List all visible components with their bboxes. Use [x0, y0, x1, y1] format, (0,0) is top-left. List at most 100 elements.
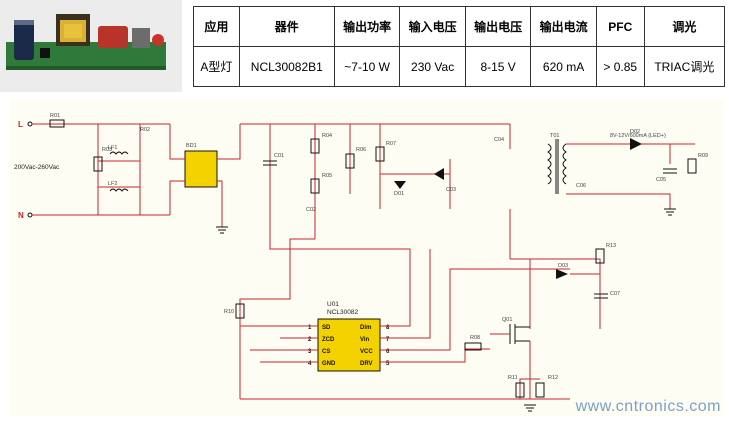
- ref-designator: Q01: [502, 317, 512, 323]
- output-capacitor-c05: [663, 168, 677, 174]
- resistor-r09: [687, 158, 697, 174]
- ref-designator: R01: [50, 113, 60, 119]
- header-pfc: PFC: [595, 6, 645, 47]
- ref-designator: R06: [356, 147, 366, 153]
- ref-designator: R03: [102, 147, 112, 153]
- ic-pin-num-6: 6: [386, 349, 390, 355]
- ref-designator: LF2: [108, 181, 117, 187]
- ref-designator: R05: [322, 173, 332, 179]
- ground-symbol-1: [216, 226, 228, 234]
- ref-designator: LF1: [108, 145, 117, 151]
- transformer-primary: [547, 143, 552, 185]
- dc-bus: [240, 123, 510, 239]
- ic-pin-num-8: 8: [386, 325, 390, 331]
- ic-pin-num-1: 1: [308, 325, 312, 331]
- capacitor-c07: [594, 293, 608, 299]
- ic-pin-num-5: 5: [386, 361, 390, 367]
- ic-pin-drv: DRV: [360, 361, 373, 367]
- resistor-r04: [310, 138, 320, 154]
- ic-part: NCL30082: [327, 309, 358, 316]
- cell-output-power: ~7-10 W: [333, 46, 401, 87]
- ref-designator: T01: [550, 133, 559, 139]
- input-voltage-label: 200Vac-260Vac: [14, 164, 60, 171]
- transformer-secondary: [562, 143, 567, 185]
- ic-pin-gnd: GND: [322, 361, 336, 367]
- resistor-r07: [375, 146, 385, 162]
- ref-designator: C07: [610, 291, 620, 297]
- resistor-r13: [595, 248, 605, 264]
- ground-symbol-2: [664, 208, 676, 216]
- resistor-r08: [464, 342, 482, 351]
- ref-designator: C02: [306, 207, 316, 213]
- output-diode-d02: [630, 138, 642, 150]
- ref-designator: R10: [224, 309, 234, 315]
- ref-designator: D03: [558, 263, 568, 269]
- ic-pin-zcd: ZCD: [322, 337, 335, 343]
- ref-designator: C04: [494, 137, 504, 143]
- bulk-capacitor-c01: [263, 160, 277, 166]
- ref-designator: C03: [446, 187, 456, 193]
- spec-table: 应用 器件 输出功率 输入电压 输出电压 输出电流 PFC 调光 A型灯 NCL…: [193, 6, 726, 87]
- ref-designator: D02: [630, 129, 640, 135]
- ref-designator: R07: [386, 141, 396, 147]
- clamp-wires: [379, 124, 451, 209]
- sense-resistor-r11: [515, 382, 525, 398]
- ref-designator: R12: [548, 375, 558, 381]
- header-output-voltage: 输出电压: [464, 6, 532, 47]
- output-label: 8V-12V/600mA (LED+): [610, 133, 666, 139]
- resistor-r10: [235, 303, 245, 319]
- sense-resistor-r12: [535, 382, 545, 398]
- header-application: 应用: [193, 6, 240, 47]
- control-wiring: [239, 219, 570, 399]
- ref-designator: R09: [698, 153, 708, 159]
- cell-device: NCL30082B1: [238, 46, 335, 87]
- ic-ref: U01: [327, 301, 339, 308]
- mosfet-wires: [490, 333, 540, 399]
- ic-pin-num-2: 2: [308, 337, 312, 343]
- ref-designator: D01: [394, 191, 404, 197]
- ic-u01: [317, 318, 381, 372]
- terminal-l-dot: [27, 121, 33, 127]
- emi-filter-wires: [97, 124, 141, 215]
- cell-input-voltage: 230 Vac: [399, 46, 466, 87]
- ref-designator: C01: [274, 153, 284, 159]
- ic-pin-cs: CS: [322, 349, 330, 355]
- header-device: 器件: [238, 6, 335, 47]
- ref-designator: C05: [656, 177, 666, 183]
- ic-pin-dim: Dim: [360, 325, 371, 331]
- cell-output-voltage: 8-15 V: [464, 46, 532, 87]
- mosfet-q01: [509, 324, 530, 344]
- varistor: [93, 156, 103, 172]
- diode-d01: [394, 181, 406, 189]
- ref-designator: R02: [140, 127, 150, 133]
- header-output-current: 输出电流: [530, 6, 597, 47]
- diode-snubber: [434, 168, 444, 180]
- cell-pfc: > 0.85: [595, 46, 645, 87]
- watermark: www.cntronics.com: [575, 398, 721, 415]
- cell-output-current: 620 mA: [530, 46, 597, 87]
- aux-diode-d03: [556, 269, 568, 279]
- ic-pin-num-4: 4: [308, 361, 312, 367]
- ic-pin-num-3: 3: [308, 349, 312, 355]
- ic-pin-vcc: VCC: [360, 349, 373, 355]
- ref-designator: BD1: [186, 143, 197, 149]
- ic-pin-sd: SD: [322, 325, 331, 331]
- cell-application: A型灯: [193, 46, 240, 87]
- header-dimming: 调光: [643, 6, 726, 47]
- resistor-r05: [310, 178, 320, 194]
- output-wires: [566, 143, 695, 209]
- ground-symbol-3: [524, 404, 536, 412]
- transformer-core: [555, 139, 559, 194]
- led-driver-board-photo: [0, 0, 182, 92]
- terminal-n: N: [18, 211, 24, 220]
- common-mode-chokes: [109, 151, 129, 192]
- terminal-n-dot: [27, 212, 33, 218]
- header-output-power: 输出功率: [333, 6, 401, 47]
- spec-header-row: 应用 器件 输出功率 输入电压 输出电压 输出电流 PFC 调光: [193, 6, 726, 47]
- fuse-r01-body: [49, 119, 65, 128]
- bridge-wires: [169, 124, 241, 227]
- ref-designator: C06: [576, 183, 586, 189]
- ref-designator: R13: [606, 243, 616, 249]
- ic-pin-num-7: 7: [386, 337, 390, 343]
- aux-wires: [530, 258, 601, 329]
